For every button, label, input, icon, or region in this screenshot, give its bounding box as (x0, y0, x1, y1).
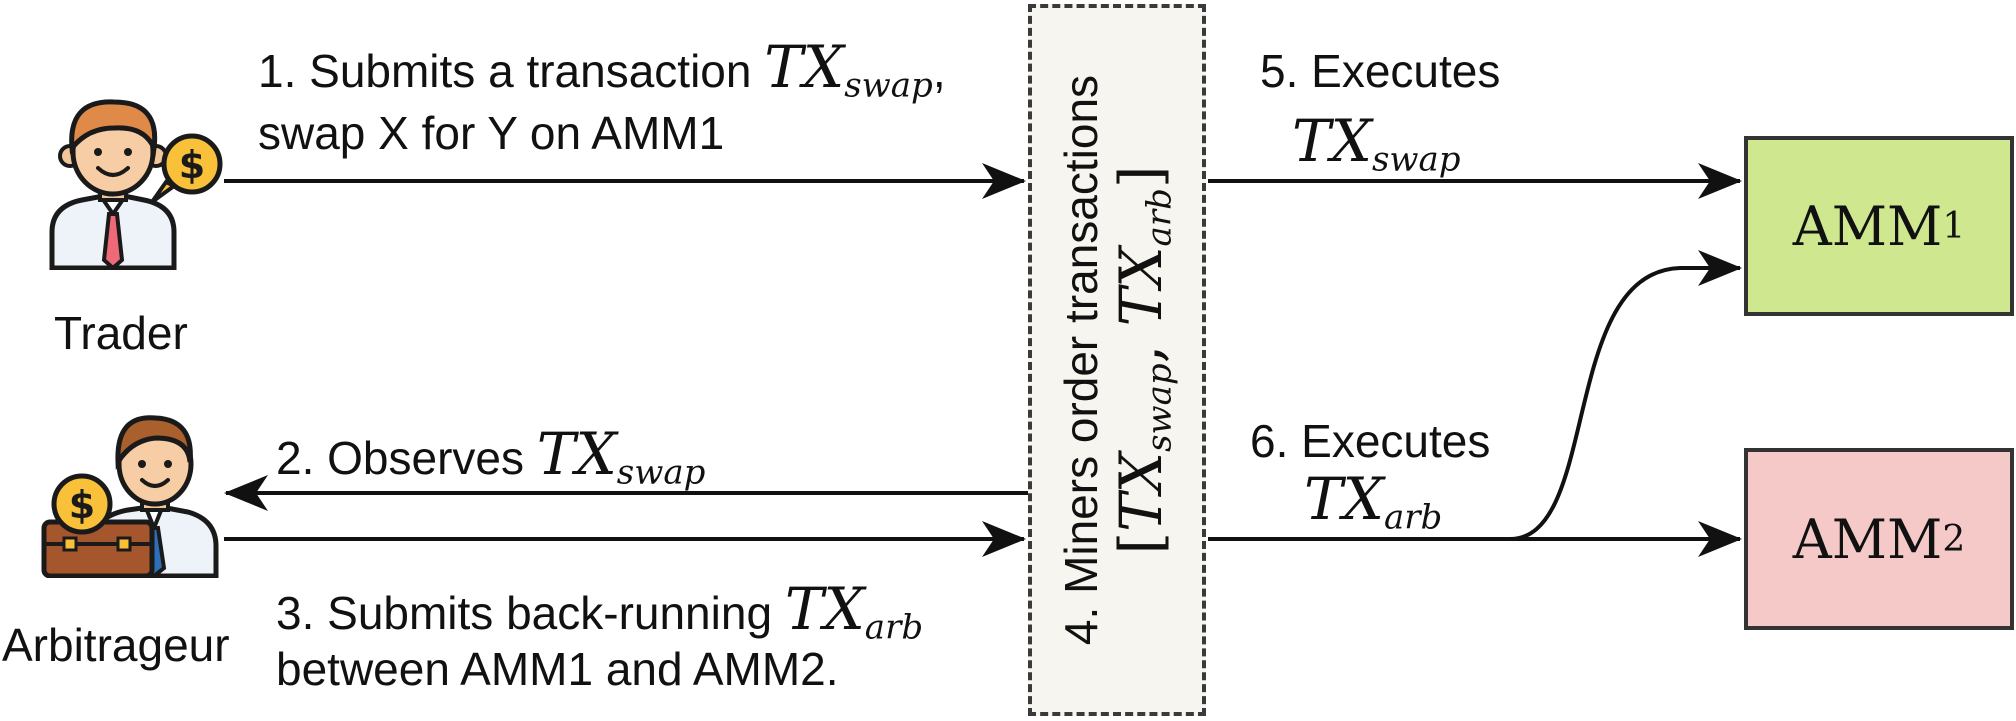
step3-math: TXarb (784, 575, 924, 648)
step4-line1: 4. Miners order transactions (1054, 74, 1107, 646)
miners-box (1028, 4, 1206, 716)
step1-line1: 1. Submits a transaction (258, 45, 752, 97)
step2-label: 2. Observes TXswap (276, 425, 705, 490)
step1-line2: swap X for Y on AMM1 (258, 107, 725, 159)
step3-line2: between AMM1 and AMM2. (276, 643, 839, 695)
step5-math: TXswap (1292, 107, 1461, 180)
step3-label: 3. Submits back-running TXarb (276, 580, 923, 645)
trader-label: Trader (54, 307, 188, 359)
step2-math: TXswap (536, 420, 706, 493)
step1-comma: , (932, 45, 946, 97)
step6-math: TXarb (1304, 465, 1443, 538)
trader-with-dollar-bubble-icon: $ (49, 99, 223, 270)
miners-label: 4. Miners order transactions [TXswap, TX… (1052, 40, 1182, 680)
step3-line1: 3. Submits back-running (276, 587, 773, 639)
step1-math: TXswap (764, 33, 933, 106)
step6-text: 6. Executes (1250, 415, 1491, 467)
businessman-with-briefcase-icon: $ (41, 415, 219, 578)
step2-text: 2. Observes (276, 432, 524, 484)
step4-tx-list: [TXswap, TXarb] (1106, 165, 1180, 555)
svg-text:$: $ (179, 143, 205, 187)
step5-text: 5. Executes (1260, 45, 1501, 97)
arbitrageur-label: Arbitrageur (2, 619, 230, 671)
svg-text:$: $ (69, 483, 95, 527)
arrow-arb-branch-to-amm1 (1509, 250, 1742, 541)
step1-label: 1. Submits a transaction TXswap, (258, 38, 946, 103)
